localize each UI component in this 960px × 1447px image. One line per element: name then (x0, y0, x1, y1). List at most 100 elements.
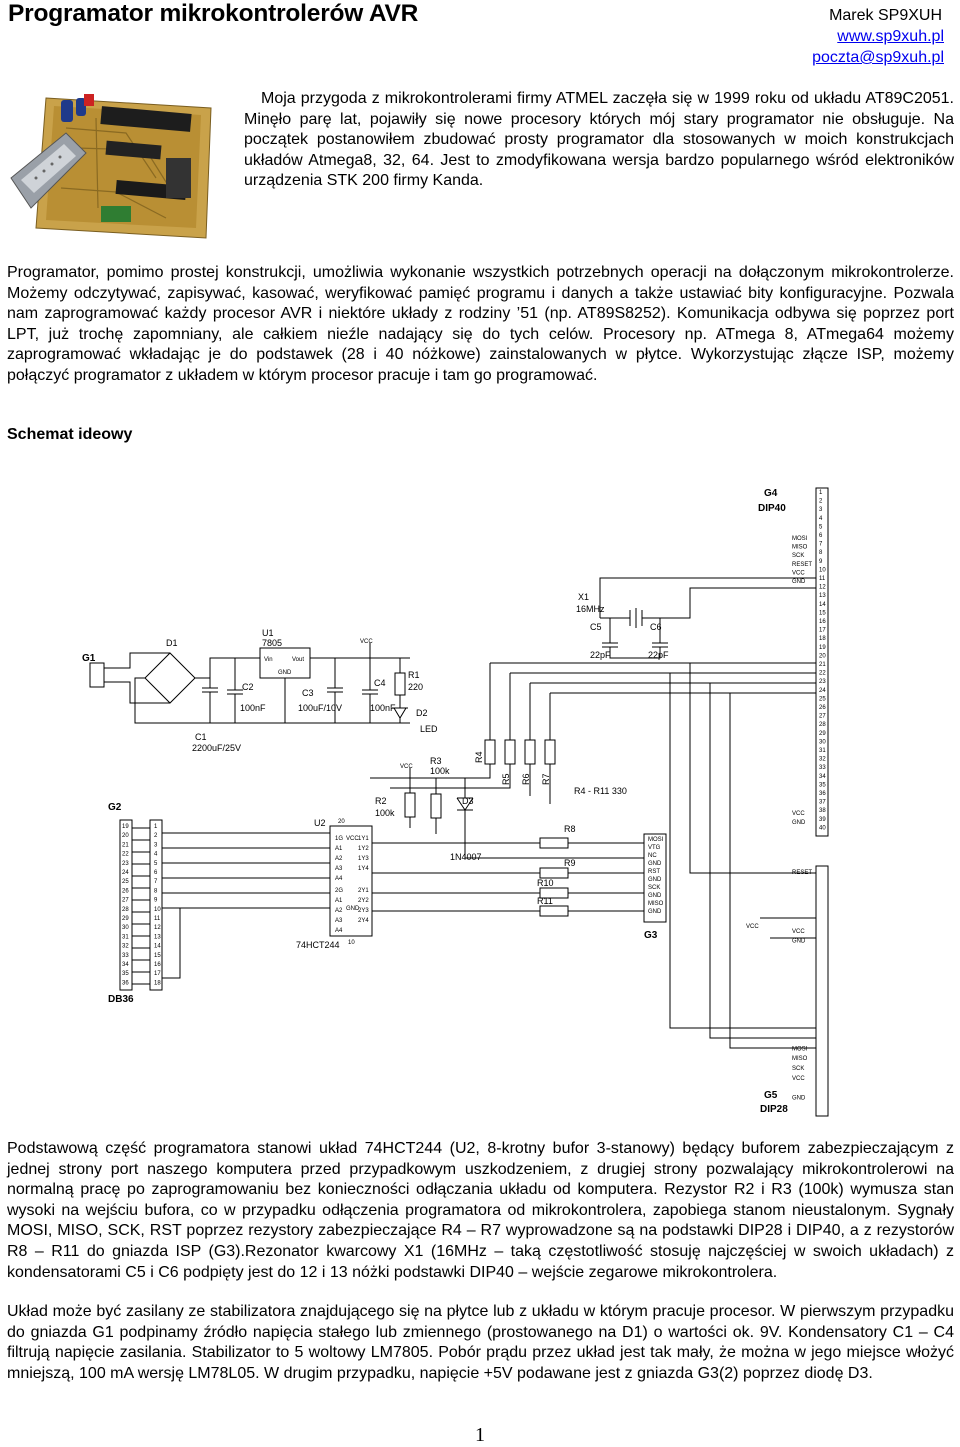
email-link[interactable]: poczta@sp9xuh.pl (812, 49, 944, 66)
g3-pin-1: VTG (648, 845, 661, 851)
u2-pin-vcc: VCC (346, 836, 359, 842)
g4-pin-19: 19 (819, 645, 826, 651)
db36-pin-10: 10 (154, 907, 161, 913)
u2-pin-r2: 1Y3 (358, 856, 369, 862)
page-number: 1 (475, 1424, 485, 1446)
g5-side-18: MOSI (792, 1046, 808, 1052)
g5-side-21: VCC (792, 1076, 805, 1082)
paragraph-power: Układ może być zasilany ze stabilizatora… (7, 1303, 954, 1382)
db36-pin-13: 13 (154, 934, 161, 940)
g4-side-2: SCK (792, 553, 804, 559)
u2-pin-l5: 2G (335, 888, 343, 894)
g4-pin-16: 16 (819, 619, 826, 625)
u2-pin-r6: 2Y3 (358, 908, 369, 914)
g4-pin-27: 27 (819, 714, 826, 720)
db36-pin-22: 22 (122, 852, 129, 858)
g4-pin-40: 40 (819, 825, 826, 831)
db36-pin-7: 7 (154, 879, 158, 885)
db36-pin-34: 34 (122, 962, 129, 968)
g5-side-7: GND (792, 939, 806, 945)
g4-pin-31: 31 (819, 748, 826, 754)
g4-pin-32: 32 (819, 757, 826, 763)
db36-pin-8: 8 (154, 888, 158, 894)
db36-pin-27: 27 (122, 898, 129, 904)
r1-label: R1 (408, 670, 420, 680)
r5-label: R5 (501, 773, 511, 785)
r1-value: 220 (408, 682, 423, 692)
r2-value: 100k (375, 808, 395, 818)
g4-side-32: VCC (792, 811, 805, 817)
g4-pin-1: 1 (819, 490, 823, 496)
r3-label: R3 (430, 756, 442, 766)
g4-pin-38: 38 (819, 808, 826, 814)
g2-label: G2 (108, 802, 122, 813)
g4-pin-3: 3 (819, 507, 823, 513)
g4-pin-29: 29 (819, 731, 826, 737)
author-name: Marek SP9XUH (829, 7, 942, 24)
g4-pin-7: 7 (819, 542, 823, 548)
db36-pin-23: 23 (122, 861, 129, 867)
g4-pin-20: 20 (819, 653, 826, 659)
u2-pin-l7: A2 (335, 908, 343, 914)
c5-label: C5 (590, 622, 602, 632)
u2-pin-l2: A2 (335, 856, 343, 862)
r9-label: R9 (564, 858, 576, 868)
db36-pin-25: 25 (122, 879, 129, 885)
r8-label: R8 (564, 824, 576, 834)
g4-pin-39: 39 (819, 817, 826, 823)
g4-pin-28: 28 (819, 722, 826, 728)
g4-pin-2: 2 (819, 499, 823, 505)
g4-pin-21: 21 (819, 662, 826, 668)
g4-pin-10: 10 (819, 567, 826, 573)
db36-pin-3: 3 (154, 842, 158, 848)
u1-vin: Vin (264, 657, 273, 663)
u2-pin-l3: A3 (335, 866, 343, 872)
g4-side-1: MISO (792, 545, 808, 551)
schematic-diagram: G4 DIP40 G5 DIP28 G1 G2 DB36 G3 X1 16MHz… (82, 487, 829, 1117)
db36-pin-20: 20 (122, 833, 129, 839)
db36-pin-14: 14 (154, 944, 161, 950)
g4-pin-25: 25 (819, 696, 826, 702)
g4-pin-4: 4 (819, 516, 823, 522)
g4-pin-15: 15 (819, 610, 826, 616)
db36-pin-19: 19 (122, 824, 129, 830)
g4-pin-14: 14 (819, 602, 826, 608)
g4-side-4: VCC (792, 570, 805, 576)
g4-pin-5: 5 (819, 524, 823, 530)
r7-label: R7 (541, 773, 551, 785)
r6-label: R6 (521, 773, 531, 785)
g4-pin-11: 11 (819, 576, 826, 582)
g3-pin-0: MOSI (648, 837, 664, 843)
website-link[interactable]: www.sp9xuh.pl (837, 28, 944, 45)
g4-label: G4 (764, 488, 778, 499)
db36-pin-17: 17 (154, 971, 161, 977)
g5-side-0: RESET (792, 870, 812, 876)
c2-value: 100nF (240, 703, 266, 713)
vcc-label-right: VCC (746, 924, 759, 930)
g3-pin-2: NC (648, 853, 657, 859)
c2-label: C2 (242, 682, 254, 692)
g4-type: DIP40 (758, 503, 786, 514)
db36-pin-33: 33 (122, 953, 129, 959)
paragraph-description: Podstawową część programatora stanowi uk… (7, 1140, 954, 1281)
c3-value: 100uF/10V (298, 703, 342, 713)
d2-label: D2 (416, 708, 428, 718)
g4-pin-34: 34 (819, 774, 826, 780)
g3-pin-3: GND (648, 861, 662, 867)
g4-side-3: RESET (792, 562, 812, 568)
x1-label: X1 (578, 592, 589, 602)
g5-side-19: MISO (792, 1056, 808, 1062)
db36-pin-18: 18 (154, 980, 161, 986)
db36-pin-29: 29 (122, 916, 129, 922)
resistor-range-label: R4 - R11 330 (574, 786, 627, 796)
g3-pin-8: MISO (648, 901, 664, 907)
u1-label: U1 (262, 628, 274, 638)
g1-label: G1 (82, 653, 96, 664)
db36-pin-2: 2 (154, 833, 158, 839)
u2-pin-gnd: GND (346, 906, 360, 912)
r10-label: R10 (537, 878, 554, 888)
x1-value: 16MHz (576, 604, 605, 614)
d2-type: LED (420, 724, 438, 734)
